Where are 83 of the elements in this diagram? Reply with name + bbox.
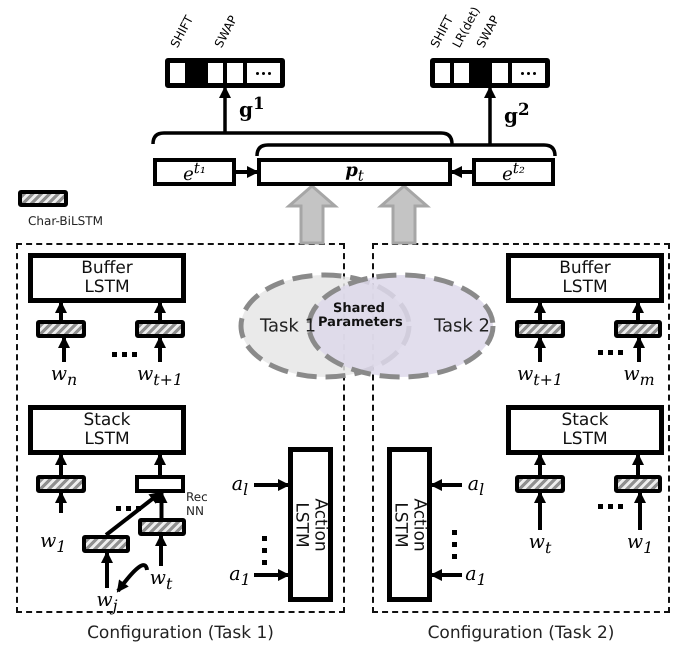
arrow [55,453,67,475]
arrow [55,301,67,320]
arrow [254,569,290,581]
shared-label: Shared Parameters [318,302,400,331]
arrow [634,491,646,530]
arrow [534,453,546,475]
bracket-arrow [151,86,454,146]
math-symbol: a$_{l}$ [462,472,490,498]
char-bilstm-box [614,320,662,338]
block-arrow [284,184,340,244]
arrow [450,166,472,178]
char-bilstm-box [614,475,662,493]
box-label: Stack LSTM [560,411,610,449]
embedding-box [153,158,236,186]
side-label: Rec NN [186,490,209,519]
box-label: Buffer LSTM [80,259,134,297]
task-ellipse [306,272,496,380]
edge-label: g$^{2}$ [504,98,530,128]
panel-caption: Configuration (Task 2) [426,623,616,643]
embedding-box [257,158,452,186]
char-bilstm-box [138,518,186,536]
math-symbol: w$_{j}$ [94,588,120,612]
arrow [632,453,644,475]
embedding-box [472,158,555,186]
math-symbol: a$_{l}$ [226,472,254,498]
math-symbol: a$_{1}$ [462,562,490,588]
lstm-box [28,405,186,455]
box-label: Stack LSTM [82,411,132,449]
arrow [154,336,166,362]
math-symbol: a$_{1}$ [226,562,254,588]
arrow [534,336,546,362]
math-symbol: w$_{1}$ [624,530,656,556]
math-symbol: w$_{m}$ [618,362,660,388]
block-arrow [376,184,432,244]
char-bilstm-box [82,535,130,553]
arrow [633,336,645,362]
box-label: Action LSTM [292,496,330,554]
arrow [534,491,546,530]
char-bilstm-box [36,320,86,338]
arrow [155,534,167,566]
math-symbol: w$_{t}$ [524,530,556,556]
arrow [430,569,462,581]
math-label: e$^{t₂}$ [502,159,525,185]
math-symbol: w$_{t}$ [145,566,177,592]
arrow [534,301,546,320]
math-label: e$^{t₁}$ [183,159,206,185]
arrow [236,166,259,178]
bracket-arrow [255,86,557,158]
math-symbol: w$_{1}$ [40,530,66,556]
output-vector [165,58,285,88]
lstm-box [288,447,333,602]
arrow [101,551,113,588]
arrow [104,491,162,537]
arrow [58,336,70,362]
lstm-box [506,253,664,303]
math-label: p$_{t}$ [345,160,364,184]
math-symbol: w$_{t+1}$ [132,362,188,388]
math-symbol: w$_{n}$ [44,362,84,388]
recnn-box [135,475,185,493]
output-vector [430,58,550,88]
legend-label: Char-BiLSTM [28,214,103,228]
task-label: Task 2 [434,316,490,336]
lstm-box [28,253,186,303]
lstm-box [387,447,432,602]
arrow [632,301,644,320]
arrow [55,491,67,513]
arrow [154,453,166,475]
panel-caption: Configuration (Task 1) [86,623,275,643]
arrow [154,301,166,320]
char-bilstm-box [515,475,565,493]
char-bilstm-box [515,320,565,338]
char-bilstm-box [135,320,185,338]
box-label: Action LSTM [390,496,428,554]
box-label: Buffer LSTM [558,259,612,297]
arrow [156,491,168,518]
lstm-box [506,405,664,455]
task-label: Task 1 [260,316,316,336]
edge-label: g$^{1}$ [239,92,265,122]
curved-arrow [116,563,149,593]
arrow [254,479,290,491]
math-symbol: w$_{t+1}$ [510,362,570,388]
char-bilstm-box [36,475,86,493]
arrow [430,479,462,491]
